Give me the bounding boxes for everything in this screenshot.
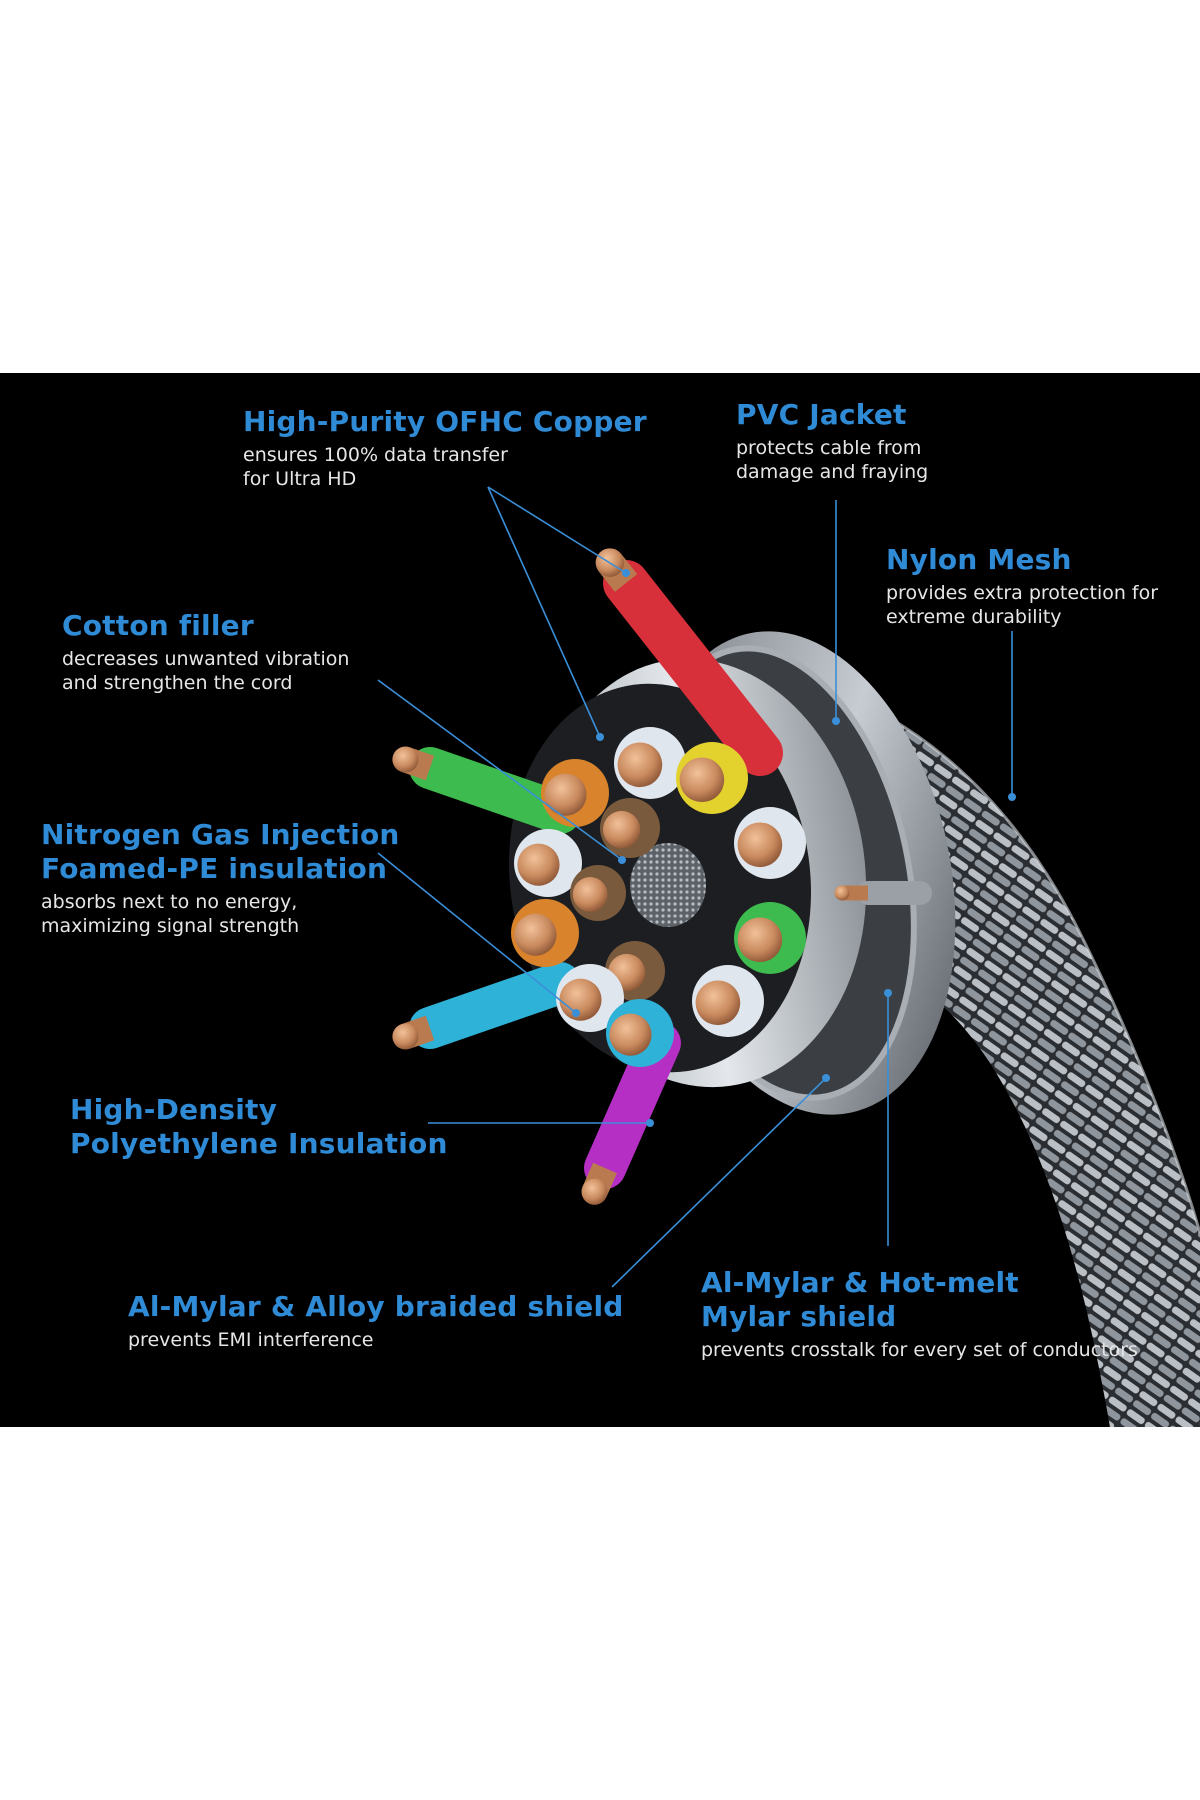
wire-copper-right <box>834 881 932 905</box>
callout-pvc-jacket: PVC Jacket protects cable from damage an… <box>736 398 928 484</box>
callout-alloy-shield: Al-Mylar & Alloy braided shield prevents… <box>128 1290 624 1352</box>
wire-cyan <box>392 962 581 1050</box>
callout-nitrogen-desc-1: absorbs next to no energy, <box>41 891 298 913</box>
callout-cotton-title: Cotton filler <box>62 609 254 642</box>
callout-hotmelt-shield: Al-Mylar & Hot-melt Mylar shield prevent… <box>701 1266 1138 1362</box>
pair-top-yellow <box>676 742 748 814</box>
callout-copper-desc-2: for Ultra HD <box>243 468 357 490</box>
pair-bottom-right-copper <box>695 980 741 1026</box>
callout-nitrogen-title-1: Nitrogen Gas Injection <box>41 818 400 851</box>
pair-inner-top <box>600 798 660 858</box>
wire-copper-right-copper-end <box>834 885 850 901</box>
callout-pvc-desc-2: damage and fraying <box>736 461 929 483</box>
pair-right-white <box>734 807 806 879</box>
conductor-bundle <box>392 548 932 1205</box>
callout-nitrogen-foam: Nitrogen Gas Injection Foamed-PE insulat… <box>41 818 400 938</box>
pair-inner-left-copper <box>572 877 608 912</box>
callout-hotmelt-title-2: Mylar shield <box>701 1300 897 1333</box>
pair-right-green-copper <box>737 917 783 963</box>
pair-left-white-copper <box>517 843 560 886</box>
wire-cyan-copper-end <box>392 1023 419 1050</box>
pair-inner-top-copper <box>603 810 641 849</box>
pair-bottom-cyan-copper <box>609 1013 652 1056</box>
leader-dots <box>572 569 1016 1127</box>
callout-nylon-desc-2: extreme durability <box>886 606 1062 628</box>
pair-top-white-copper <box>617 742 663 788</box>
pair-left-orange-copper <box>514 913 557 956</box>
callout-alloy-desc-1: prevents EMI interference <box>128 1329 374 1351</box>
callout-nylon-title: Nylon Mesh <box>886 543 1072 576</box>
callout-hotmelt-title-1: Al-Mylar & Hot-melt <box>701 1266 1019 1299</box>
callout-nitrogen-title-2: Foamed-PE insulation <box>41 852 388 885</box>
pair-upper-left <box>541 759 609 827</box>
callout-copper-title: High-Purity OFHC Copper <box>243 405 647 438</box>
pair-left-white <box>514 829 582 897</box>
pair-left-orange <box>511 899 579 967</box>
callout-hotmelt-desc-1: prevents crosstalk for every set of cond… <box>701 1339 1138 1361</box>
callout-pvc-title: PVC Jacket <box>736 398 907 431</box>
callout-alloy-title: Al-Mylar & Alloy braided shield <box>128 1290 624 1323</box>
cotton-filler-core <box>630 843 706 927</box>
wire-red-insulation <box>603 560 783 776</box>
pair-bottom-right <box>692 965 764 1037</box>
pair-bottom-white-copper <box>559 978 602 1021</box>
pair-right-white-copper <box>737 822 783 868</box>
callout-copper-desc-1: ensures 100% data transfer <box>243 444 508 466</box>
callout-copper: High-Purity OFHC Copper ensures 100% dat… <box>243 405 647 491</box>
callout-hdpe: High-Density Polyethylene Insulation <box>70 1093 448 1161</box>
callout-nylon-mesh: Nylon Mesh provides extra protection for… <box>886 543 1158 629</box>
pair-bottom-cyan <box>606 999 674 1067</box>
wire-green-insulation <box>409 747 581 834</box>
callout-cotton-desc-1: decreases unwanted vibration <box>62 648 350 670</box>
callout-pvc-desc-1: protects cable from <box>736 437 922 459</box>
pair-top-white <box>614 727 686 799</box>
pair-inner-left <box>570 865 626 921</box>
pair-top-yellow-copper <box>679 757 725 803</box>
pair-upper-left-copper <box>544 773 587 816</box>
leader-lines <box>377 486 1013 1288</box>
pair-right-green <box>734 902 806 974</box>
wire-green-copper-end <box>392 746 419 773</box>
callout-hdpe-title-2: Polyethylene Insulation <box>70 1127 448 1160</box>
callout-hdpe-title-1: High-Density <box>70 1093 278 1126</box>
cable-cross-section-illustration <box>377 486 1200 1427</box>
callout-nylon-desc-1: provides extra protection for <box>886 582 1159 604</box>
wire-magenta-copper-end <box>581 1178 608 1205</box>
callout-nitrogen-desc-2: maximizing signal strength <box>41 915 300 937</box>
callout-cotton-filler: Cotton filler decreases unwanted vibrati… <box>62 609 349 695</box>
diagram-panel: High-Purity OFHC Copper ensures 100% dat… <box>0 373 1200 1427</box>
callout-cotton-desc-2: and strengthen the cord <box>62 672 293 694</box>
wire-green <box>392 746 581 834</box>
wire-cyan-insulation <box>409 962 581 1049</box>
